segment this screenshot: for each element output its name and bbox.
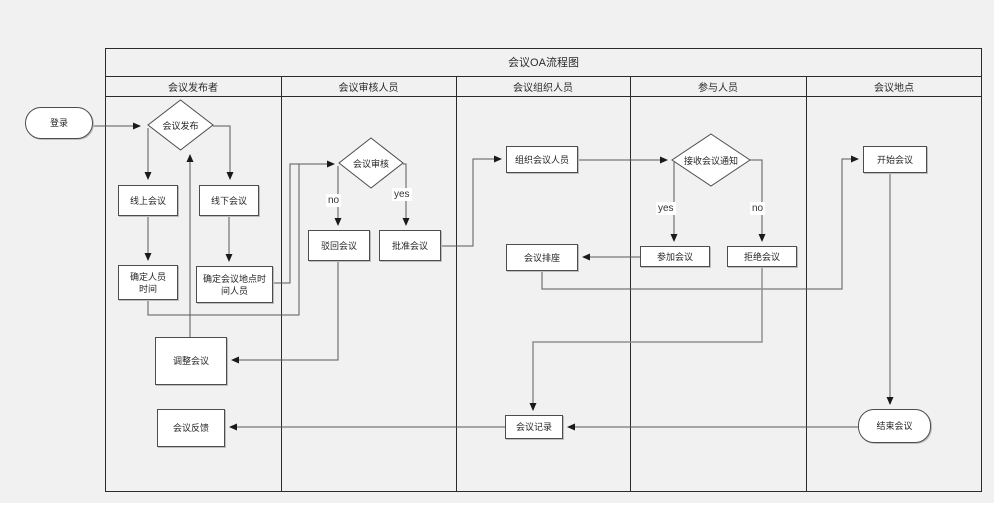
diagram-title: 会议OA流程图 [105,48,982,77]
lane-header-participant: 参与人员 [630,77,806,97]
node-confirm-people-time-label: 确定人员时间 [130,271,167,294]
edge-approve-to-organize [441,155,502,247]
node-attend-meeting[interactable]: 参加会议 [640,246,710,267]
node-start-label: 开始会议 [876,154,913,165]
node-seat-label: 会议排座 [523,252,560,263]
swimlane-pool [105,48,982,492]
bottom-margin [0,503,994,511]
edge-reject-to-adjust [231,261,339,364]
node-feedback-label: 会议反馈 [172,423,209,433]
node-reject-meeting[interactable]: 驳回会议 [308,230,370,261]
node-notice-label: 接收会议通知 [683,155,738,166]
node-seat-arrangement[interactable]: 会议排座 [506,244,578,271]
notice-decision-diamond[interactable] [671,133,751,187]
node-online-label: 线上会议 [129,195,166,206]
node-publish-label: 会议发布 [162,120,199,131]
node-offline-meeting[interactable]: 线下会议 [199,185,259,216]
edge-notice-no-to-refuse [750,159,766,242]
node-confirm-people-time[interactable]: 确定人员时间 [118,265,178,300]
node-publish[interactable]: 会议发布 [148,100,213,150]
node-organize-people[interactable]: 组织会议人员 [506,146,578,173]
node-end-meeting[interactable]: 结束会议 [858,409,931,443]
lane-divider-3 [630,77,631,492]
edge-review-yes-to-approve [402,163,410,226]
node-review[interactable]: 会议审核 [339,138,403,188]
node-login[interactable]: 登录 [25,107,93,139]
node-refuse-meeting[interactable]: 拒绝会议 [727,246,797,267]
node-refuse-label: 拒绝会议 [743,251,780,262]
node-online-meeting[interactable]: 线上会议 [118,185,178,216]
node-adjust-meeting[interactable]: 调整会议 [155,337,227,385]
node-review-label: 会议审核 [352,158,389,169]
edge-label-notice-no: no [750,202,766,215]
node-confirm-place-time-people-label: 确定会议地点时间人员 [202,273,266,296]
node-start-meeting[interactable]: 开始会议 [863,146,927,173]
node-confirm-place-time-people[interactable]: 确定会议地点时间人员 [196,266,273,303]
node-login-label: 登录 [49,118,68,128]
edge-refuse-to-record [529,267,763,411]
edge-confirm-place-to-review [273,160,335,284]
edge-label-notice-yes: yes [656,202,676,215]
edge-publish-to-offline [213,125,234,180]
node-organize-label: 组织会议人员 [514,154,569,165]
lane-header-reviewer: 会议审核人员 [281,77,456,97]
lane-divider-1 [281,77,282,492]
node-adjust-label: 调整会议 [172,356,209,366]
lane-divider-4 [806,77,807,492]
edge-confirm-people-time-join [147,164,300,316]
node-attend-label: 参加会议 [656,251,693,262]
lane-header-location: 会议地点 [806,77,982,97]
node-offline-label: 线下会议 [210,195,247,206]
node-meeting-feedback[interactable]: 会议反馈 [157,409,225,447]
lane-divider-2 [456,77,457,492]
node-approve-label: 批准会议 [391,240,428,251]
edge-seat-to-start [541,155,859,290]
lane-header-publisher: 会议发布者 [105,77,281,97]
node-receive-notice[interactable]: 接收会议通知 [672,134,750,186]
publish-decision-diamond[interactable] [147,99,214,151]
node-reject-label: 驳回会议 [320,240,357,251]
lane-header-organizer: 会议组织人员 [456,77,630,97]
edge-label-review-yes: yes [392,188,412,201]
node-record-label: 会议记录 [515,422,552,432]
review-decision-diamond[interactable] [338,137,404,189]
node-end-label: 结束会议 [876,421,913,431]
node-approve-meeting[interactable]: 批准会议 [379,230,441,261]
node-meeting-record[interactable]: 会议记录 [505,415,563,439]
edge-label-review-no: no [326,194,342,207]
